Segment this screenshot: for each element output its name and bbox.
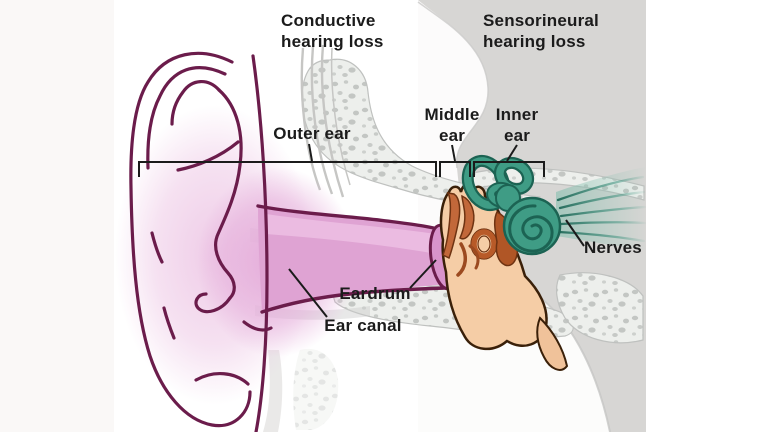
helix-inner-dash-1: [150, 231, 164, 264]
nerve-fibers: [556, 175, 647, 243]
incus-bone: [459, 194, 475, 240]
helix-outline: [129, 51, 252, 428]
malleus-bone: [442, 192, 461, 260]
antihelix-upper-fork: [170, 80, 221, 126]
label-outer-ear: Outer ear: [273, 124, 351, 143]
antihelix-lower-branch: [176, 140, 240, 172]
nerve-bundle-wedge: [556, 167, 645, 250]
ossicle-ligament-1: [456, 242, 467, 277]
annotations: Conductive hearing loss Sensorineural he…: [138, 11, 642, 335]
label-sensorineural-line1: Sensorineural: [483, 11, 599, 30]
cochlea-spiral: [508, 204, 554, 253]
label-inner-ear-line2: ear: [504, 126, 530, 145]
earlobe-inner-line: [194, 372, 250, 386]
stapes-bone: [471, 229, 497, 259]
bone-striations: [300, 44, 351, 198]
label-inner-ear-line1: Inner: [496, 105, 539, 124]
ear-canal-bottom-edge: [260, 286, 446, 314]
pointer-nerves: [565, 219, 585, 247]
stapes-outline-inner: [477, 235, 491, 253]
left-margin: [0, 0, 114, 432]
label-nerves: Nerves: [584, 238, 642, 257]
label-sensorineural-line2: hearing loss: [483, 32, 586, 51]
tragus-curve: [242, 320, 273, 332]
antihelix-curve: [214, 88, 243, 300]
label-ear-canal: Ear canal: [324, 316, 401, 335]
bracket-middle-ear: [439, 161, 471, 177]
bone-patch-bottom-right: [555, 272, 644, 344]
ear-canal-highlight: [266, 214, 437, 254]
ossicle-ligament-2: [468, 244, 480, 270]
ossicles: [442, 192, 519, 277]
auditory-nerves: [556, 167, 647, 250]
pointer-middle-ear: [451, 144, 456, 162]
inner-ear: [461, 154, 562, 256]
label-middle-ear-line2: ear: [439, 126, 465, 145]
bracket-inner-ear: [473, 161, 545, 177]
bone-patch-bottom-left: [293, 348, 339, 430]
bracket-outer-ear: [138, 161, 437, 177]
pointer-eardrum: [409, 259, 437, 289]
helix-inner-dash-2: [162, 306, 176, 340]
pointer-outer-ear: [308, 143, 313, 162]
ear-canal-top-edge: [256, 204, 443, 232]
label-conductive-line1: Conductive: [281, 11, 376, 30]
ear-canal: [256, 204, 460, 314]
label-eardrum: Eardrum: [339, 284, 410, 303]
jaw-skin-wedge: [536, 316, 569, 371]
face-line: [251, 54, 269, 432]
label-conductive-line2: hearing loss: [281, 32, 384, 51]
antitragus-hook: [194, 292, 232, 314]
label-middle-ear-line1: Middle: [424, 105, 479, 124]
pointer-inner-ear: [506, 144, 518, 162]
middle-ear: [439, 182, 569, 371]
zone-boundary-edge: [417, 1, 489, 169]
helix-inner-arc: [146, 66, 227, 170]
outer-ear-pinna: [129, 51, 273, 432]
pointer-ear-canal: [288, 268, 328, 318]
